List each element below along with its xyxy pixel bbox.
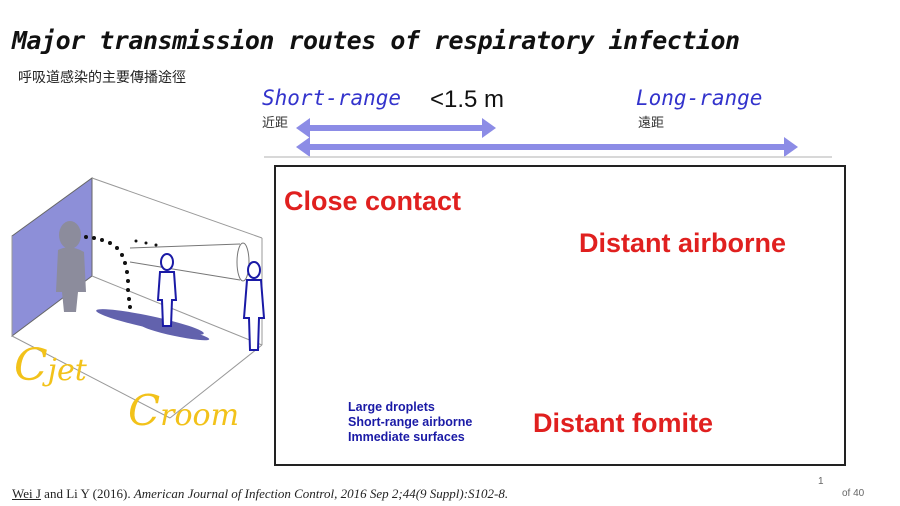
- citation: Wei J and Li Y (2016). American Journal …: [12, 486, 509, 501]
- c-room-label: Croom: [128, 386, 240, 435]
- close-contact-label: Close contact: [284, 186, 462, 216]
- long-range-arrow: [296, 137, 798, 157]
- room-inset: [11, 177, 266, 419]
- slide-subtitle-cn: 呼吸道感染的主要傳播途徑: [18, 69, 186, 85]
- route-large-droplets: Large droplets: [348, 400, 435, 414]
- page-counter: of 40: [842, 488, 865, 499]
- route-short-range-airborne: Short-range airborne: [348, 415, 473, 429]
- distant-fomite-label: Distant fomite: [533, 408, 714, 438]
- short-range-label-cn: 近距: [262, 115, 289, 130]
- distant-airborne-label: Distant airborne: [579, 228, 787, 258]
- slide-title: Major transmission routes of respiratory…: [12, 26, 740, 55]
- inset-receiver-figure-1: [156, 253, 178, 327]
- source-person-figure: [56, 221, 86, 312]
- c-jet-label: Cjet: [14, 340, 87, 391]
- short-range-label: Short-range: [262, 86, 402, 110]
- exhaled-jet-dots: [84, 235, 158, 309]
- transmission-scene-frame: [274, 165, 846, 466]
- distance-label: <1.5 m: [430, 86, 505, 113]
- close-contact-route-list: Large droplets Short-range airborne Imme…: [348, 400, 472, 445]
- jet-cone: [129, 242, 250, 282]
- long-range-label: Long-range: [636, 86, 763, 110]
- slide-mark: 1: [818, 476, 824, 487]
- short-range-arrow: [296, 118, 496, 138]
- inset-receiver-figure-2: [242, 261, 266, 351]
- route-immediate-surfaces: Immediate surfaces: [348, 430, 465, 444]
- floor-deposition: [96, 309, 210, 341]
- long-range-label-cn: 遠距: [638, 115, 665, 130]
- citation-authors-link[interactable]: Wei J: [12, 486, 41, 501]
